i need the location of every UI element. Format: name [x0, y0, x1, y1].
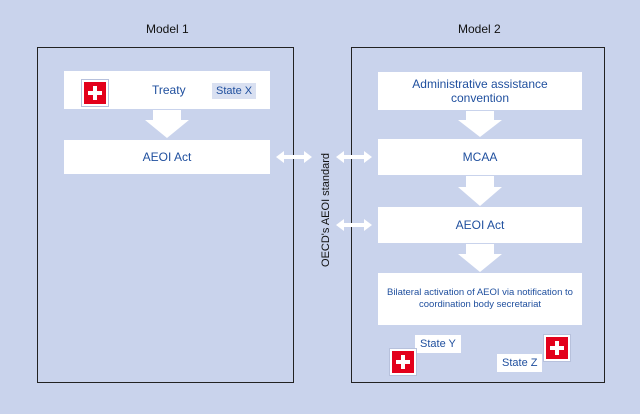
swiss-flag-icon: [390, 349, 416, 375]
admin-assistance-box: Administrative assistance convention: [378, 72, 582, 110]
model-1-title: Model 1: [146, 22, 189, 36]
model-1-aeoi-act-label: AEOI Act: [142, 150, 192, 164]
model-2-aeoi-act-box: AEOI Act: [378, 207, 582, 243]
down-arrow-icon: [458, 244, 502, 272]
model-2-title: Model 2: [458, 22, 501, 36]
admin-assistance-label: Administrative assistance convention: [412, 77, 548, 105]
mcaa-label: MCAA: [462, 150, 498, 164]
state-y-label: State Y: [415, 335, 461, 353]
bilateral-activation-box: Bilateral activation of AEOI via notific…: [378, 273, 582, 325]
double-arrow-icon: [336, 151, 372, 163]
state-z-label: State Z: [497, 354, 543, 372]
down-arrow-icon: [458, 176, 502, 206]
model-1-aeoi-act-box: AEOI Act: [64, 140, 270, 174]
down-arrow-icon: [145, 110, 189, 138]
state-x-label: State X: [212, 83, 257, 99]
swiss-flag-icon: [544, 335, 570, 361]
double-arrow-icon: [336, 219, 372, 231]
down-arrow-icon: [458, 111, 502, 137]
double-arrow-icon: [276, 151, 312, 163]
mcaa-box: MCAA: [378, 139, 582, 175]
oecd-standard-label: OECD's AEOI standard: [320, 153, 332, 267]
model-2-aeoi-act-label: AEOI Act: [455, 218, 505, 232]
swiss-flag-icon: [82, 80, 108, 106]
bilateral-activation-label: Bilateral activation of AEOI via notific…: [387, 287, 573, 310]
treaty-label: Treaty: [152, 83, 186, 97]
